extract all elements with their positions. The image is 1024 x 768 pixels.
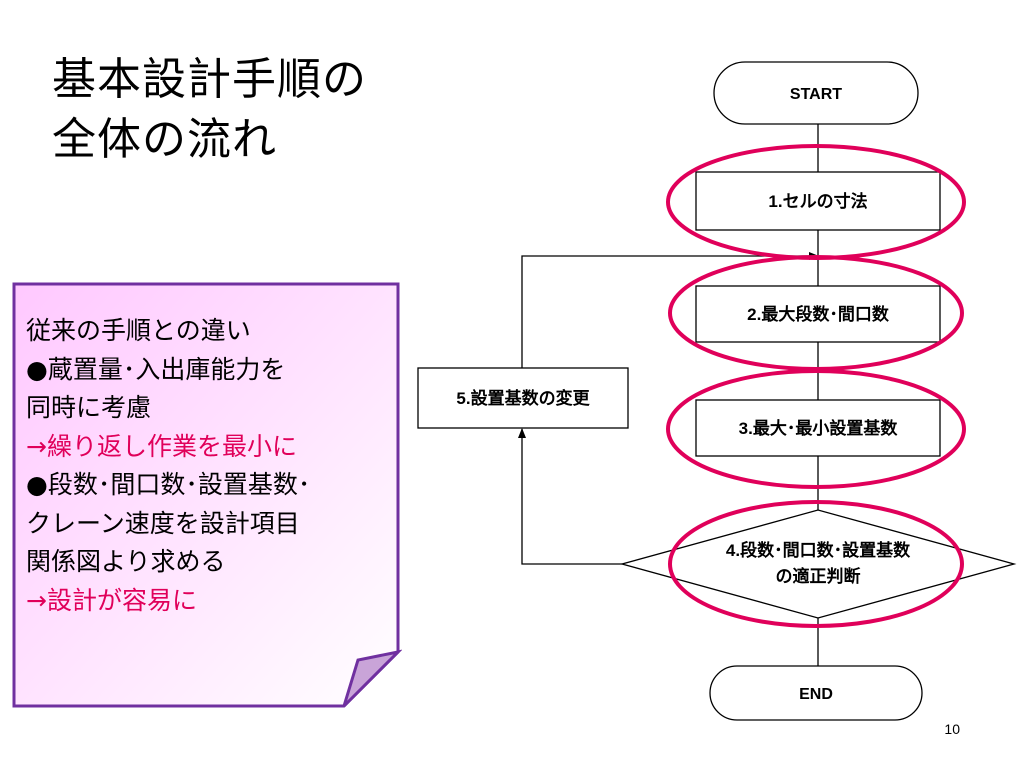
note-line: 関係図より求める bbox=[26, 547, 226, 576]
highlight-ellipse-step-3 bbox=[666, 369, 966, 489]
step-3-label: 3.最大･最小設置基数 bbox=[739, 418, 899, 438]
note-shape bbox=[12, 282, 402, 708]
decision-label-line-2: の適正判断 bbox=[776, 566, 861, 586]
step-1-label: 1.セルの寸法 bbox=[768, 191, 867, 211]
start-terminal: START bbox=[713, 61, 919, 125]
note-text-list: 従来の手順との違い ●蔵置量･入出庫能力を同時に考慮 →繰り返し作業を最小に ●段数･… bbox=[26, 312, 396, 620]
highlight-ellipses bbox=[666, 144, 966, 628]
note-line: →設計が容易に bbox=[26, 585, 197, 615]
start-label: START bbox=[790, 86, 842, 103]
note-line: クレーン速度を設計項目 bbox=[26, 508, 300, 538]
step-5-box: 5.設置基数の変更 bbox=[417, 367, 629, 429]
connector-decision-to-loop-step bbox=[518, 428, 622, 565]
step-1-box: 1.セルの寸法 bbox=[695, 171, 941, 231]
step-2-box: 2.最大段数･間口数 bbox=[695, 285, 941, 343]
decision-label-line-1: 4.段数･間口数･設置基数 bbox=[726, 540, 911, 560]
end-terminal: END bbox=[709, 665, 923, 721]
page-number: 10 bbox=[944, 721, 960, 737]
note-line: ●段数･間口数･設置基数･ bbox=[26, 470, 311, 499]
step-3-box: 3.最大･最小設置基数 bbox=[695, 399, 941, 457]
note-line: 同時に考慮 bbox=[26, 393, 152, 422]
step-5-label: 5.設置基数の変更 bbox=[456, 388, 590, 408]
note-line: 従来の手順との違い bbox=[26, 316, 251, 345]
note-line: ●蔵置量･入出庫能力を bbox=[26, 354, 286, 384]
note-folded-corner bbox=[342, 649, 402, 708]
decision-diamond: 4.段数･間口数･設置基数 の適正判断 bbox=[619, 509, 1017, 619]
note-callout: 従来の手順との違い ●蔵置量･入出庫能力を同時に考慮 →繰り返し作業を最小に ●段数･… bbox=[10, 280, 402, 710]
slide-title-line-2: 全体の流れ bbox=[52, 114, 277, 165]
connector-loop-step-to-step2 bbox=[521, 252, 819, 368]
slide-title: 基本設計手順の 全体の流れ bbox=[52, 50, 367, 170]
slide-title-line-1: 基本設計手順の bbox=[52, 54, 367, 105]
step-2-label: 2.最大段数･間口数 bbox=[747, 304, 890, 324]
highlight-ellipse-decision bbox=[668, 500, 964, 628]
note-line: →繰り返し作業を最小に bbox=[26, 431, 297, 461]
end-label: END bbox=[799, 686, 833, 703]
